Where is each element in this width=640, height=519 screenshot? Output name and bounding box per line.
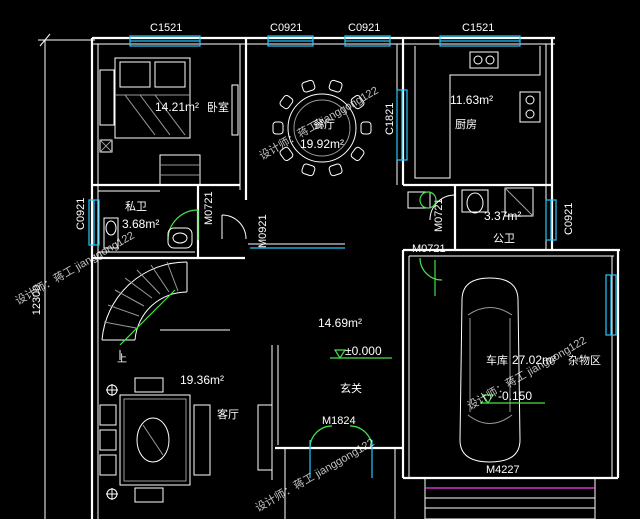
- level-marker-garage: [480, 394, 545, 405]
- window-label-top-right: C1521: [462, 22, 494, 34]
- staircase: [101, 261, 230, 360]
- dining-chair: [279, 146, 294, 162]
- public-bath-fixtures: [407, 187, 534, 217]
- dining-name: 餐厅: [313, 117, 335, 131]
- hall-level: ±0.000: [345, 344, 382, 358]
- overall-dimension-label: 12300: [31, 285, 43, 316]
- hall-name: 玄关: [340, 381, 362, 395]
- dining-chair: [350, 146, 365, 162]
- public-bath-name: 公卫: [493, 233, 515, 245]
- watermark: 设计师：蒋工 jianggong122: [13, 229, 137, 308]
- dining-chair: [328, 163, 343, 177]
- living-name: 客厅: [217, 407, 239, 421]
- public-bath-area: 3.37m²: [484, 209, 521, 223]
- garage-name: 车库: [486, 353, 508, 367]
- level-marker-hall: [330, 349, 392, 360]
- dining-chair: [328, 79, 343, 93]
- kitchen-area: 11.63m²: [450, 93, 493, 107]
- dining-chair: [301, 79, 316, 93]
- dimension-line: [38, 33, 95, 519]
- wardrobe: [99, 69, 239, 186]
- stair-up-label: 上: [117, 353, 127, 365]
- private-bath-fixtures: [103, 217, 193, 249]
- windows: [88, 35, 617, 336]
- dining-table: [287, 93, 357, 163]
- window-label-dining-kitchen: C1821: [384, 103, 396, 135]
- bedroom-name: 卧室: [207, 100, 229, 114]
- dining-chair: [350, 94, 365, 110]
- door-label-bath-right-bottom: M0721: [412, 243, 446, 255]
- living-area: 19.36m²: [180, 373, 224, 387]
- sofa-set: [99, 377, 211, 503]
- dining-chairs: [272, 79, 372, 177]
- garage-storage: 杂物区: [568, 353, 601, 367]
- dining-chair: [301, 163, 316, 177]
- bed: [114, 57, 191, 139]
- door-label-entrance: M1824: [322, 415, 356, 427]
- door-label-garage: M4227: [486, 464, 520, 476]
- window-label-top-left: C1521: [150, 22, 182, 34]
- window-label-left-wall: C0921: [75, 198, 87, 230]
- garage-area: 27.02m²: [512, 353, 556, 367]
- bedroom-area: 14.21m²: [155, 100, 199, 114]
- dining-chair: [272, 121, 284, 135]
- door-label-bath-left: M0721: [203, 191, 215, 225]
- dining-chair: [279, 94, 294, 110]
- garage-level: -0.150: [498, 389, 532, 403]
- kitchen-fixtures: [414, 46, 541, 179]
- kitchen-name: 厨房: [455, 118, 477, 131]
- door-label-bath-right-top: M0721: [433, 198, 445, 232]
- window-label-right-wall: C0921: [563, 203, 575, 235]
- dining-area: 19.92m²: [300, 137, 344, 151]
- private-bath-name: 私卫: [125, 200, 147, 213]
- car: [459, 277, 521, 463]
- dining-chair: [360, 121, 372, 135]
- tv-cabinet: [257, 404, 273, 471]
- door-label-stair-passage: M0921: [257, 214, 269, 248]
- window-label-top-mid-left: C0921: [270, 22, 302, 34]
- hall-area: 14.69m²: [318, 316, 362, 330]
- private-bath-area: 3.68m²: [122, 217, 159, 231]
- walls: [90, 36, 620, 519]
- window-label-top-mid-right: C0921: [348, 22, 380, 34]
